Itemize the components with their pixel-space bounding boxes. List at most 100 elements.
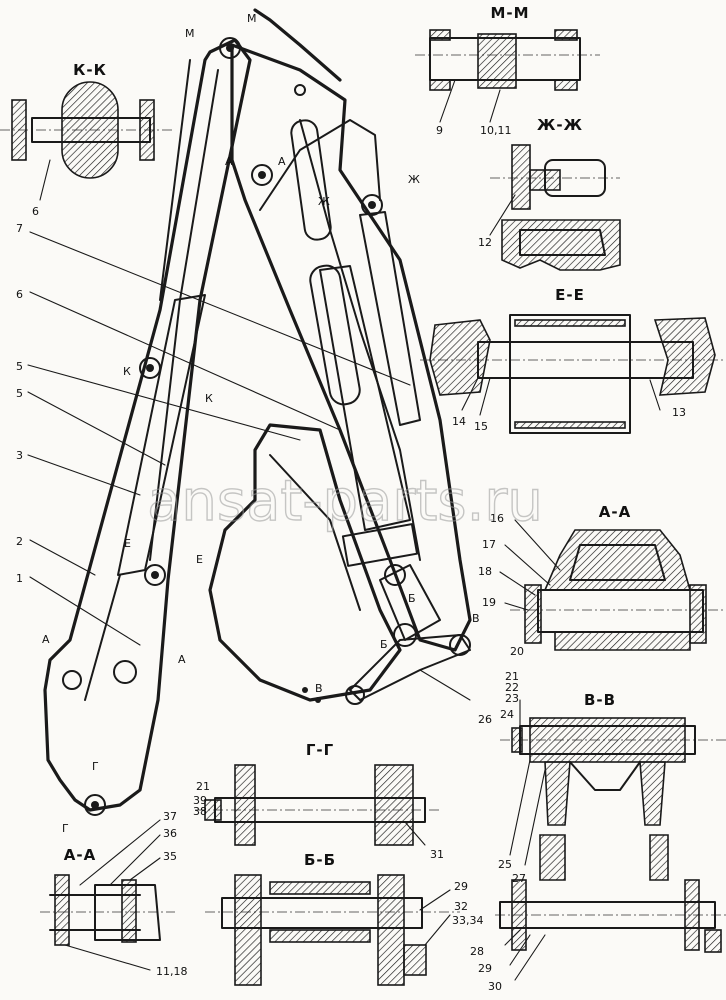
part-16: 16 — [490, 512, 504, 525]
zhzh-spacer — [529, 169, 561, 191]
watermark-text: ansat-parts.ru — [147, 469, 543, 534]
pin-k — [139, 357, 161, 379]
part-12: 12 — [478, 236, 492, 249]
pin-g — [84, 794, 106, 816]
detail-leader-28 — [504, 929, 521, 946]
aa-leader-19 — [504, 602, 529, 611]
zhzh-bracket — [501, 219, 621, 271]
aa-right-upper-cavity — [569, 544, 666, 581]
kk-right-flange — [139, 99, 155, 161]
vv-leader-27 — [524, 769, 546, 866]
pin-a-core — [258, 171, 266, 179]
part-13: 13 — [672, 406, 686, 419]
kk-left-flange — [11, 99, 27, 161]
part-20: 20 — [510, 645, 524, 658]
cut-v1: В — [472, 612, 480, 625]
cylinder-end-block — [341, 523, 419, 567]
boom-arm-outline — [43, 38, 252, 812]
cut-e2: Е — [196, 553, 203, 566]
boom-rod-left — [159, 59, 191, 301]
dipper-slot-lower — [309, 264, 361, 406]
cut-zh2: Ж — [408, 173, 420, 186]
bb-right-plate — [377, 874, 405, 986]
dipper-slot-upper — [290, 119, 332, 241]
part-6-kk: 6 — [32, 205, 39, 218]
bb-left-plate — [234, 874, 262, 986]
detail-left-flange — [511, 879, 527, 951]
pin-upper-dipper — [294, 84, 306, 96]
zhzh-flange — [511, 144, 531, 210]
aa-leader-16 — [514, 519, 561, 571]
pin-k-core — [146, 364, 154, 372]
mm-bot-right-cap — [554, 79, 578, 91]
pin-v — [449, 634, 471, 656]
bb-lock — [403, 944, 427, 976]
pin-e-core — [151, 571, 159, 579]
part-21-gg: 21 — [196, 780, 210, 793]
vv-right-leg — [639, 761, 666, 826]
aa-right-right-flange — [689, 584, 707, 644]
detail-leader-29 — [509, 934, 531, 966]
bucket-outline — [208, 423, 402, 702]
aa-right-left-flange — [524, 584, 542, 644]
mm-bot-left-cap — [429, 79, 451, 91]
pin-e — [144, 564, 166, 586]
title-aa-left: А-А — [64, 846, 96, 864]
bb-leader-29 — [419, 889, 451, 911]
part-2: 2 — [16, 535, 23, 548]
part-1: 1 — [16, 572, 23, 585]
detail-right-flange — [684, 879, 700, 951]
leader-26 — [419, 669, 471, 701]
part-14: 14 — [452, 415, 466, 428]
gg-pin-head — [204, 799, 222, 821]
aa-left-leader-11-18 — [64, 944, 151, 971]
section-ee — [420, 314, 726, 434]
vv-left-leg — [544, 761, 571, 826]
mm-center-block — [477, 33, 517, 89]
detail-leader-30 — [514, 934, 546, 981]
cut-g1: Г — [92, 760, 99, 773]
ee-frame — [509, 314, 631, 434]
leader-6 — [29, 291, 341, 431]
part-26: 26 — [478, 713, 492, 726]
title-vv: В-В — [584, 691, 616, 709]
cut-e1: Е — [124, 537, 131, 550]
cut-b1: Б — [408, 592, 416, 605]
part-29a: 29 — [454, 880, 468, 893]
section-kk — [0, 81, 175, 201]
aa-left-bracket — [94, 884, 161, 941]
pin-top-core — [226, 44, 234, 52]
ee-left-boss — [429, 319, 491, 396]
cut-v2: В — [315, 682, 323, 695]
bb-leader-32 — [424, 914, 451, 946]
part-24: 24 — [500, 708, 514, 721]
aa-left-pin-a — [54, 874, 70, 946]
bb-bush-top — [269, 881, 371, 895]
part-31: 31 — [430, 848, 444, 861]
hose-loop — [259, 119, 381, 211]
part-30: 30 — [488, 980, 502, 993]
title-aa-right: А-А — [599, 503, 631, 521]
ee-frame-bottom — [514, 421, 626, 429]
pin-boom-mid — [113, 660, 137, 684]
pin-a-lower — [62, 670, 82, 690]
leader-5a — [27, 364, 301, 441]
cut-b2: Б — [380, 638, 388, 651]
mm-top-left-cap — [429, 29, 451, 41]
part-39: 39 — [193, 794, 207, 807]
aa-left-pin-b — [121, 879, 137, 943]
hose-top — [253, 8, 342, 82]
part-3: 3 — [16, 449, 23, 462]
cut-m2: М — [247, 12, 257, 25]
title-bb: Б-Б — [304, 851, 336, 869]
aa-left-leader-37 — [79, 819, 161, 886]
zhzh-bracket-inner — [519, 229, 606, 256]
ee-leader-15 — [479, 377, 491, 416]
pin-link-top — [384, 564, 406, 586]
leader-2 — [29, 539, 96, 576]
cut-zh1: Ж — [318, 195, 330, 208]
title-ee: Е-Е — [555, 286, 585, 304]
part-32: 32 — [454, 900, 468, 913]
pin-zh — [361, 194, 383, 216]
